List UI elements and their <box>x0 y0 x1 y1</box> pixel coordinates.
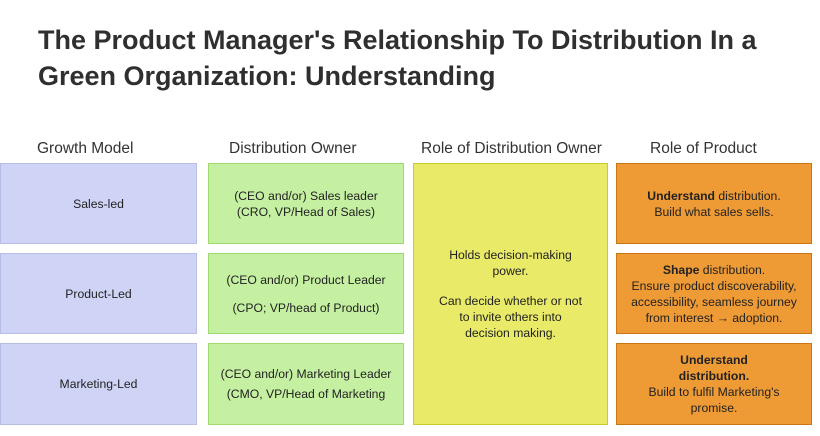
owner-line-1: (CEO and/or) Marketing Leader <box>220 367 392 381</box>
role-of-product-cell: Understand distribution. Build to fulfil… <box>616 343 812 425</box>
product-role-text: distribution. <box>715 188 781 203</box>
product-role-line-2: Build to fulfil Marketing's promise. <box>648 385 780 415</box>
distribution-owner-cell: (CEO and/or) Marketing Leader (CMO, VP/H… <box>208 343 404 425</box>
title-line-1: The Product Manager's Relationship To Di… <box>38 25 757 55</box>
owner-line-2: (CPO; VP/head of Product) <box>232 300 380 315</box>
product-role-text: distribution. <box>699 262 766 277</box>
growth-model-cell: Sales-led <box>0 163 197 244</box>
owner-line-1: (CEO and/or) Sales leader <box>234 188 378 203</box>
header-distribution-owner: Distribution Owner <box>229 140 357 157</box>
product-role-emphasis: Understand <box>647 188 715 203</box>
distribution-owner-cell: (CEO and/or) Sales leader (CRO, VP/Head … <box>208 163 404 244</box>
owner-line-2: (CMO, VP/Head of Marketing <box>226 387 386 401</box>
growth-model-cell: Marketing-Led <box>0 343 197 425</box>
role-of-product-cell: Understand distribution. Build what sale… <box>616 163 812 244</box>
owner-line-2: (CRO, VP/Head of Sales) <box>236 204 376 219</box>
growth-model-label: Marketing-Led <box>59 377 138 391</box>
header-growth-model: Growth Model <box>37 140 134 157</box>
role-of-distribution-owner-cell: Holds decision-making power. Can decide … <box>413 163 608 425</box>
growth-model-cell: Product-Led <box>0 253 197 334</box>
role-of-product-cell: Shape distribution. Ensure product disco… <box>616 253 812 334</box>
product-role-line-2: Build what sales sells. <box>654 204 774 219</box>
owner-line-1: (CEO and/or) Product Leader <box>226 272 386 287</box>
distribution-owner-cell: (CEO and/or) Product Leader (CPO; VP/hea… <box>208 253 404 334</box>
product-role-line-2: Ensure product discoverability, accessib… <box>631 278 797 325</box>
growth-model-label: Product-Led <box>65 286 132 301</box>
header-role-of-distribution-owner: Role of Distribution Owner <box>421 140 602 157</box>
page-title: The Product Manager's Relationship To Di… <box>38 22 798 94</box>
title-line-2: Green Organization: Understanding <box>38 61 496 91</box>
owner-role-paragraph-2: Can decide whether or not to invite othe… <box>439 294 582 340</box>
growth-model-label: Sales-led <box>73 196 124 211</box>
product-role-emphasis: Understand distribution. <box>678 353 750 383</box>
header-role-of-product: Role of Product <box>650 140 757 157</box>
owner-role-paragraph-1: Holds decision-making power. <box>449 248 572 278</box>
product-role-emphasis: Shape <box>662 262 700 277</box>
